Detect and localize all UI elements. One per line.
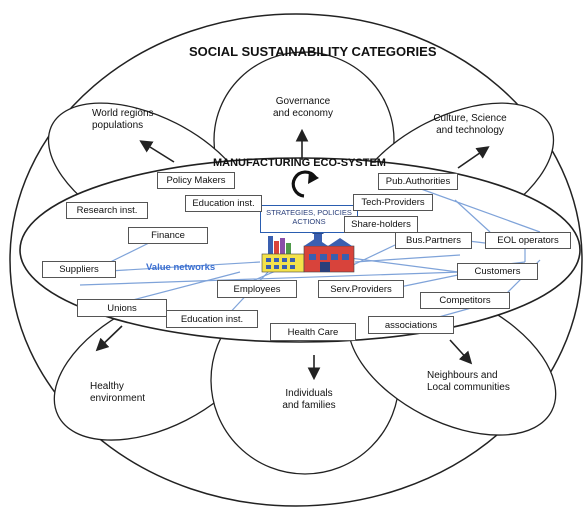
box-education-inst-top: Education inst. — [185, 195, 262, 212]
box-unions: Unions — [77, 299, 167, 317]
category-governance: Governance and economy — [272, 96, 334, 119]
box-share-holders: Share-holders — [344, 216, 418, 233]
box-research-inst: Research inst. — [66, 202, 148, 219]
category-culture: Culture, Science and technology — [433, 113, 507, 136]
diagram-title: SOCIAL SUSTAINABILITY CATEGORIES — [189, 44, 437, 59]
arrow-culture — [457, 146, 490, 169]
value-networks-label: Value networks — [146, 262, 216, 273]
ecosystem-title: MANUFACTURING ECO-SYSTEM — [213, 157, 386, 169]
box-suppliers: Suppliers — [42, 261, 116, 278]
box-health-care: Health Care — [270, 323, 356, 341]
box-finance: Finance — [128, 227, 208, 244]
cycle-arrowhead-icon — [308, 171, 319, 184]
arrow-healthy-env — [95, 325, 123, 352]
box-customers: Customers — [457, 263, 538, 280]
box-serv-providers: Serv.Providers — [318, 280, 404, 298]
arrow-neighbours — [449, 339, 473, 365]
arrow-world-regions — [139, 140, 175, 163]
box-tech-providers: Tech-Providers — [353, 194, 433, 211]
box-associations: associations — [368, 316, 454, 334]
factory-icon — [261, 226, 355, 273]
category-world-regions: World regions populations — [92, 108, 154, 131]
strategies-box: STRATEGIES, POLICIES ACTIONS — [260, 205, 358, 233]
box-employees: Employees — [217, 280, 297, 298]
box-policy-makers: Policy Makers — [157, 172, 235, 189]
category-neighbours: Neighbours and Local communities — [427, 370, 510, 393]
box-pub-authorities: Pub.Authorities — [378, 173, 458, 190]
box-competitors: Competitors — [420, 292, 510, 309]
category-healthy-env: Healthy environment — [90, 381, 146, 404]
box-education-inst-bottom: Education inst. — [166, 310, 258, 328]
box-eol-operators: EOL operators — [485, 232, 571, 249]
category-individuals: Individuals and families — [282, 388, 336, 411]
box-bus-partners: Bus.Partners — [395, 232, 472, 249]
